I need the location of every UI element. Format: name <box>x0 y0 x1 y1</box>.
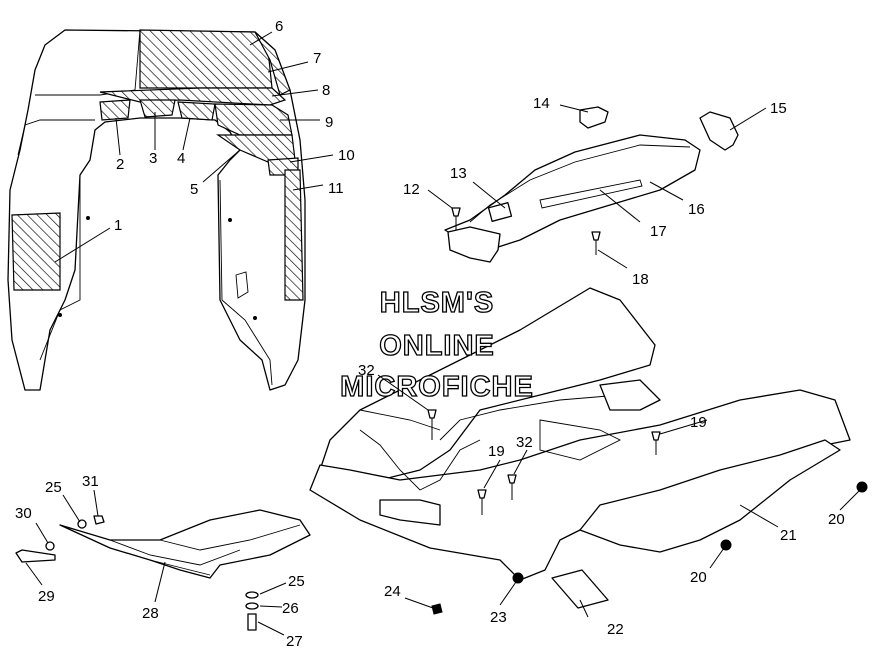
skid-rib-2 <box>159 524 301 551</box>
hood-vent <box>235 271 249 299</box>
callout-6: 6 <box>275 18 283 35</box>
callout-12: 12 <box>403 181 420 198</box>
bumper-bracket-13 <box>447 226 501 263</box>
callout-26: 26 <box>282 600 299 617</box>
callout-22: 22 <box>607 621 624 638</box>
callout-15: 15 <box>770 100 787 117</box>
watermark-line-1: HLSM'S <box>380 287 494 319</box>
chassis-assembly <box>309 287 868 615</box>
seal-4 <box>177 101 216 121</box>
callout-16: 16 <box>688 201 705 218</box>
callout-5: 5 <box>190 181 198 198</box>
watermark-line-2: ONLINE <box>379 330 495 362</box>
rivet-32-lower <box>507 474 517 484</box>
callout-19-left: 19 <box>488 443 505 460</box>
plate-22 <box>551 569 609 609</box>
pivot-bracket <box>599 379 661 411</box>
grommet-20-right <box>856 481 868 493</box>
callout-21: 21 <box>780 527 797 544</box>
chassis-bracket <box>379 499 441 526</box>
callout-25-left: 25 <box>45 479 62 496</box>
chassis-rail <box>439 394 621 441</box>
washer-25-right <box>245 591 259 599</box>
callout-13: 13 <box>450 165 467 182</box>
hood-left-panel <box>39 175 81 361</box>
washer-26 <box>245 602 259 610</box>
callout-29: 29 <box>38 588 55 605</box>
rivet-32-upper <box>427 409 437 419</box>
nut-24 <box>431 603 443 615</box>
trim-strip-7 <box>254 31 291 96</box>
rivet-12 <box>451 207 461 217</box>
callout-4: 4 <box>177 150 185 167</box>
callout-7: 7 <box>313 50 321 67</box>
skid-rib-3 <box>149 559 211 576</box>
rivet-18 <box>591 231 601 241</box>
callout-27: 27 <box>286 633 303 650</box>
callout-14: 14 <box>533 95 550 112</box>
callout-28: 28 <box>142 605 159 622</box>
skid-rib-1 <box>109 539 241 566</box>
decal-strip-17 <box>539 179 643 209</box>
seal-2 <box>99 99 131 121</box>
callout-1: 1 <box>114 217 122 234</box>
callout-19-right: 19 <box>690 414 707 431</box>
hood-right-panel <box>219 179 273 386</box>
hood-assembly <box>7 29 306 391</box>
callout-31: 31 <box>82 473 99 490</box>
seal-3 <box>139 99 176 118</box>
chassis-inner <box>359 429 481 491</box>
chassis-opening <box>539 419 622 461</box>
bolt-29 <box>15 549 56 563</box>
bumper-ridge <box>469 144 691 223</box>
callout-20-left: 20 <box>690 569 707 586</box>
bumper-16 <box>444 134 701 249</box>
callout-25-right: 25 <box>288 573 305 590</box>
grommet-23 <box>512 572 524 584</box>
watermark-line-3: MICROFICHE <box>340 371 534 403</box>
leader-lines <box>25 31 861 636</box>
callout-10: 10 <box>338 147 355 164</box>
skid-plate-assembly <box>15 509 311 631</box>
callout-11: 11 <box>328 180 344 197</box>
hood-decal-top <box>139 29 273 89</box>
callout-18: 18 <box>632 271 649 288</box>
callout-2: 2 <box>116 156 124 173</box>
washer-30 <box>45 541 55 551</box>
chassis-crease <box>359 409 441 431</box>
callout-32-lower: 32 <box>516 434 533 451</box>
front-bumper-assembly <box>444 106 739 263</box>
callout-8: 8 <box>322 82 330 99</box>
hood-inner-left-edge <box>17 119 95 156</box>
grommet-20-left <box>720 539 732 551</box>
side-pan-21 <box>579 439 841 553</box>
clip-15 <box>699 111 739 151</box>
rivet-19-left <box>477 489 487 499</box>
callout-23: 23 <box>490 609 507 626</box>
callout-labels: 1 2 3 4 5 6 7 8 9 10 11 12 13 14 15 16 1… <box>15 18 845 650</box>
callout-9: 9 <box>325 114 333 131</box>
nut-31 <box>93 515 105 525</box>
callout-17: 17 <box>650 223 667 240</box>
callout-30: 30 <box>15 505 32 522</box>
callout-20-right: 20 <box>828 511 845 528</box>
side-strip-11 <box>284 169 304 301</box>
chassis-upper <box>319 287 656 481</box>
side-decal-1 <box>11 212 61 291</box>
bolt-27 <box>247 613 257 631</box>
clip-14 <box>579 106 609 129</box>
rivet-19-right <box>651 431 661 441</box>
callout-24: 24 <box>384 583 401 600</box>
decal-13 <box>487 202 513 222</box>
callout-3: 3 <box>149 150 157 167</box>
callout-32-upper: 32 <box>358 362 375 379</box>
